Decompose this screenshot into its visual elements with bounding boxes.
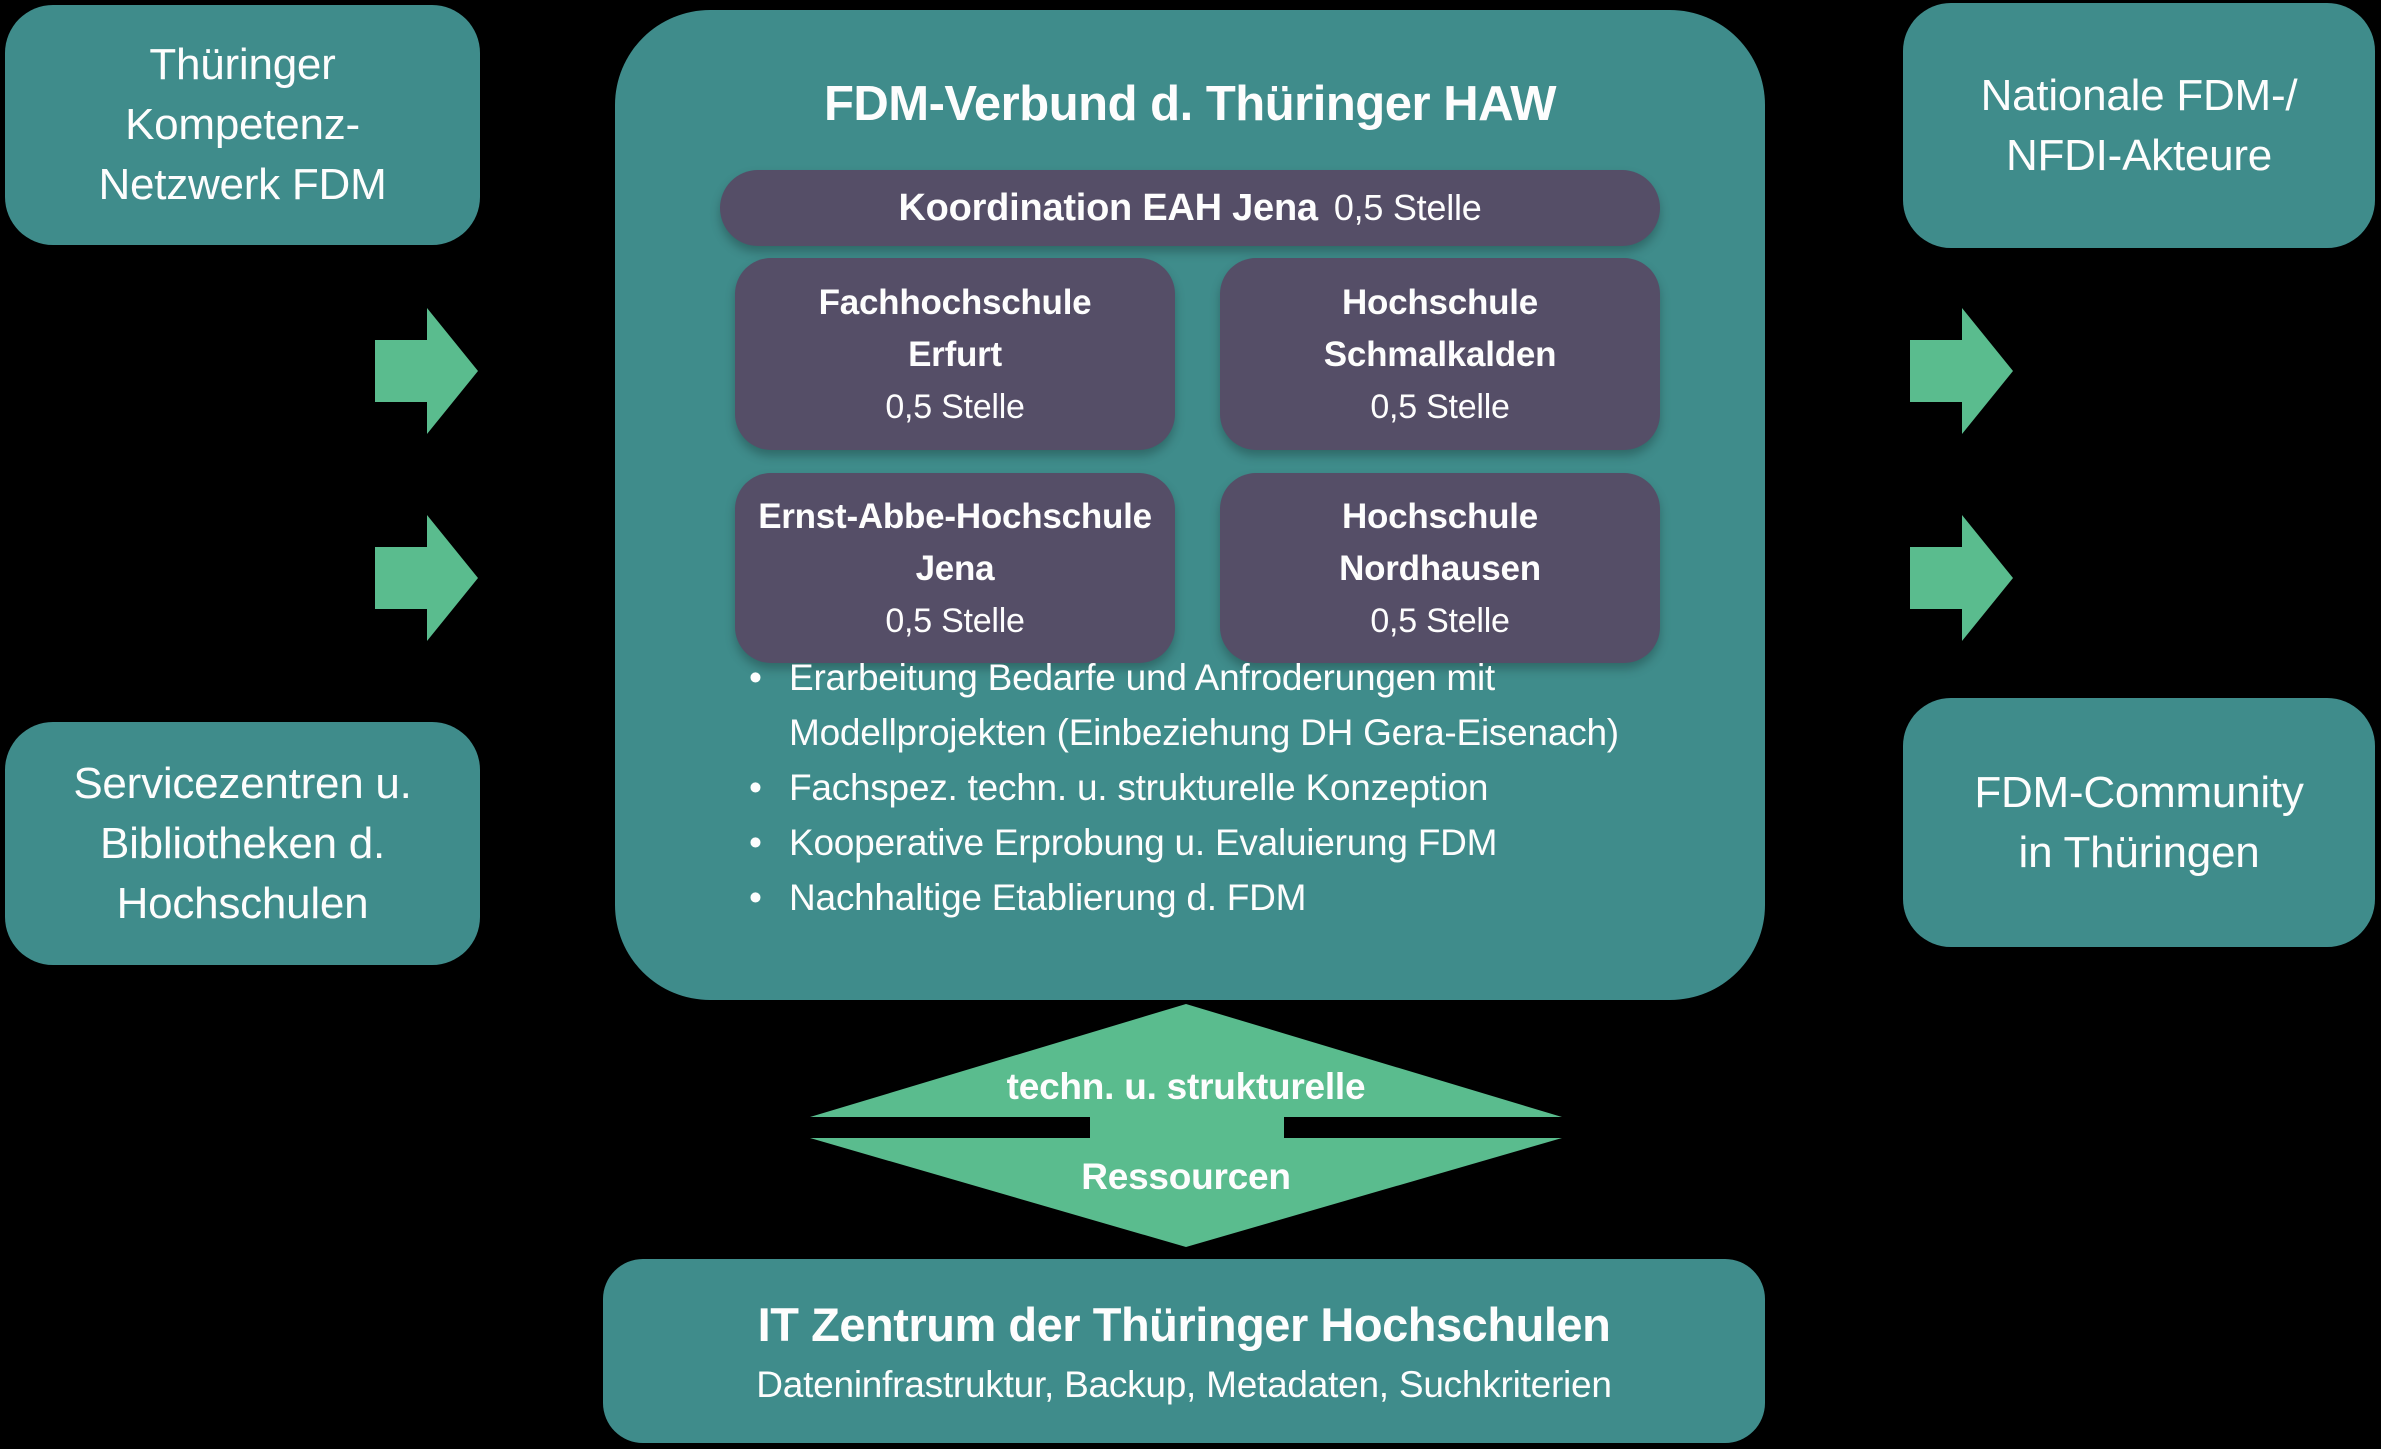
it-zentrum-subtitle: Dateninfrastruktur, Backup, Metadaten, S… <box>756 1363 1612 1405</box>
it-zentrum-box: IT Zentrum der Thüringer Hochschulen Dat… <box>603 1259 1765 1443</box>
kompetenz-line: Netzwerk FDM <box>98 160 387 209</box>
member-name-line: Hochschule <box>1342 497 1538 536</box>
kompetenz-netzwerk-box: Thüringer Kompetenz- Netzwerk FDM <box>5 5 480 245</box>
member-name-line: Jena <box>915 549 995 588</box>
ressourcen-arrow-label-2: Ressourcen <box>1081 1156 1291 1197</box>
member-box-hs-nordhausen: Hochschule Nordhausen 0,5 Stelle <box>1220 473 1660 663</box>
nationale-line: NFDI-Akteure <box>2005 130 2273 180</box>
service-line: Hochschulen <box>116 878 369 928</box>
right-arrow-bottom-icon <box>1910 515 2013 641</box>
member-box-fh-erfurt: Fachhochschule Erfurt 0,5 Stelle <box>735 258 1175 450</box>
service-line: Bibliotheken d. <box>99 818 386 868</box>
member-name-line: Hochschule <box>1342 283 1538 322</box>
koordination-bar: Koordination EAH Jena 0,5 Stelle <box>720 170 1660 246</box>
member-stelle: 0,5 Stelle <box>885 388 1025 426</box>
ressourcen-arrow-label-1: techn. u. strukturelle <box>1006 1066 1366 1107</box>
member-box-hs-schmalkalden: Hochschule Schmalkalden 0,5 Stelle <box>1220 258 1660 450</box>
task-item: Erarbeitung Bedarfe und Anfroderungen mi… <box>743 650 1623 760</box>
ressourcen-double-arrow: techn. u. strukturelle Ressourcen <box>810 1004 1562 1247</box>
member-box-eah-jena: Ernst-Abbe-Hochschule Jena 0,5 Stelle <box>735 473 1175 663</box>
verbund-task-list: Erarbeitung Bedarfe und Anfroderungen mi… <box>743 650 1623 925</box>
task-item: Nachhaltige Etablierung d. FDM <box>743 870 1623 925</box>
member-stelle: 0,5 Stelle <box>885 602 1025 640</box>
verbund-title: FDM-Verbund d. Thüringer HAW <box>823 77 1557 131</box>
member-name-line: Nordhausen <box>1339 549 1541 588</box>
kompetenz-line: Thüringer <box>149 40 336 89</box>
double-arrow-icon <box>810 1004 1562 1247</box>
koordination-stelle: 0,5 Stelle <box>1333 187 1482 228</box>
task-item: Fachspez. techn. u. strukturelle Konzept… <box>743 760 1623 815</box>
community-line: FDM-Community <box>1974 767 2304 817</box>
fdm-verbund-box: FDM-Verbund d. Thüringer HAW Koordinatio… <box>615 10 1765 1000</box>
member-stelle: 0,5 Stelle <box>1370 602 1510 640</box>
member-name-line: Erfurt <box>908 335 1002 374</box>
left-arrow-bottom-icon <box>375 515 478 641</box>
service-line: Servicezentren u. <box>73 758 412 808</box>
left-arrow-top-icon <box>375 308 478 434</box>
member-name-line: Fachhochschule <box>818 283 1092 322</box>
member-name-line: Schmalkalden <box>1323 335 1557 374</box>
fdm-community-box: FDM-Community in Thüringen <box>1903 698 2375 947</box>
community-line: in Thüringen <box>2018 827 2260 877</box>
task-item: Kooperative Erprobung u. Evaluierung FDM <box>743 815 1623 870</box>
servicezentren-box: Servicezentren u. Bibliotheken d. Hochsc… <box>5 722 480 965</box>
member-name-line: Ernst-Abbe-Hochschule <box>758 497 1152 536</box>
right-arrow-top-icon <box>1910 308 2013 434</box>
nationale-nfdi-box: Nationale FDM-/ NFDI-Akteure <box>1903 3 2375 248</box>
member-stelle: 0,5 Stelle <box>1370 388 1510 426</box>
kompetenz-line: Kompetenz- <box>125 100 360 149</box>
nationale-line: Nationale FDM-/ <box>1980 70 2298 120</box>
koordination-label: Koordination EAH Jena <box>898 186 1318 229</box>
it-zentrum-title: IT Zentrum der Thüringer Hochschulen <box>757 1297 1611 1351</box>
